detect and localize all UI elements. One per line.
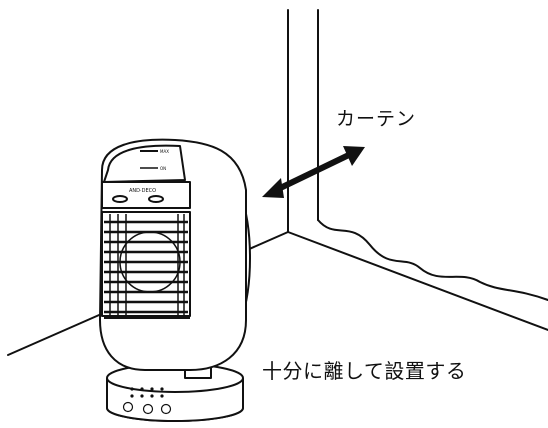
fan-grille <box>101 211 191 317</box>
top-cap <box>103 144 186 183</box>
mode-icon <box>142 403 154 415</box>
heater-device <box>99 138 251 422</box>
fan-blade-ring <box>119 231 181 293</box>
base-controls <box>122 387 172 415</box>
curtain-edge <box>317 219 548 301</box>
double-arrow-icon <box>262 146 365 198</box>
power-icon <box>122 401 134 413</box>
brand-band <box>101 181 191 209</box>
device-brand-label: AND·DECO <box>129 188 156 194</box>
floor-line-right <box>287 231 548 331</box>
device-top-indicator: MAX <box>160 149 169 154</box>
curtain-label: カーテン <box>336 108 417 130</box>
grille-verticals <box>109 214 185 316</box>
device-sub-indicator: ON <box>160 166 166 171</box>
timer-icon <box>160 403 172 415</box>
placement-note: 十分に離して設置する <box>262 359 467 383</box>
